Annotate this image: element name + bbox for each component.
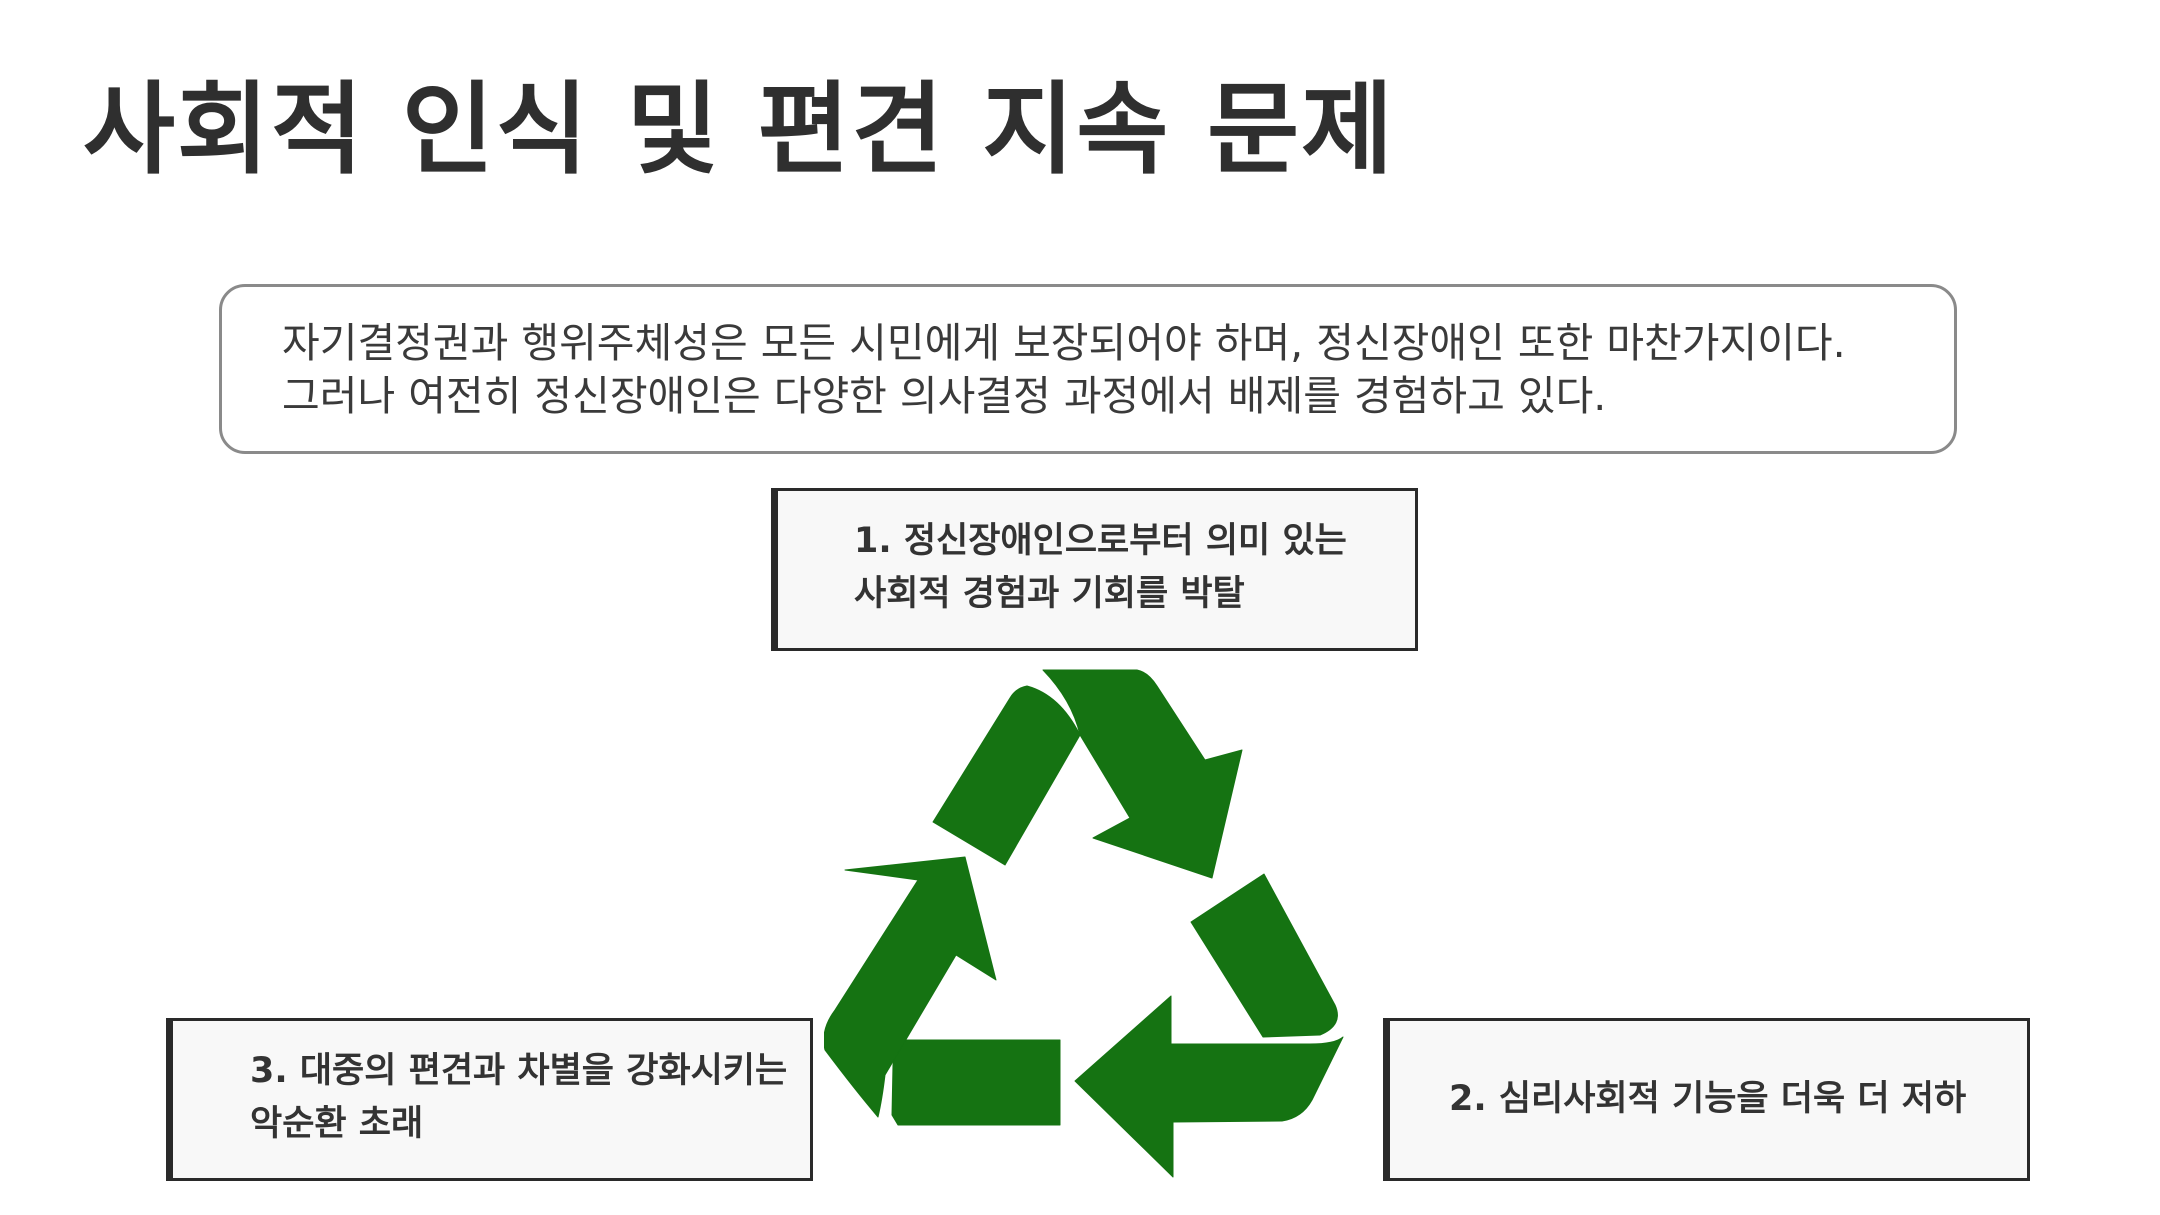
recycle-strip-bottom-left: [891, 1039, 1061, 1126]
recycle-arrow-left: [824, 856, 997, 1118]
recycle-arrows: [824, 669, 1344, 1178]
cycle-step-1: 1. 정신장애인으로부터 의미 있는 사회적 경험과 기회를 박탈: [771, 488, 1418, 651]
intro-line-1: 자기결정권과 행위주체성은 모든 시민에게 보장되어야 하며, 정신장애인 또한…: [282, 319, 1846, 367]
cycle-step-3: 3. 대중의 편견과 차별을 강화시키는 악순환 초래: [166, 1018, 813, 1181]
cycle-step-3-line-2: 악순환 초래: [250, 1104, 424, 1144]
cycle-step-3-line-1: 3. 대중의 편견과 차별을 강화시키는: [250, 1051, 788, 1091]
cycle-step-1-line-2: 사회적 경험과 기회를 박탈: [854, 574, 1245, 614]
recycle-arrow-bottom: [1074, 995, 1344, 1178]
recycle-strip-right: [1190, 873, 1338, 1038]
recycle-arrow-top: [1042, 669, 1243, 879]
recycle-strip-top-left: [932, 685, 1081, 866]
intro-text-box: 자기결정권과 행위주체성은 모든 시민에게 보장되어야 하며, 정신장애인 또한…: [219, 284, 1957, 454]
cycle-step-2: 2. 심리사회적 기능을 더욱 더 저하: [1383, 1018, 2030, 1181]
cycle-step-2-line-1: 2. 심리사회적 기능을 더욱 더 저하: [1449, 1079, 1967, 1119]
page-title: 사회적 인식 및 편견 지속 문제: [83, 71, 1396, 188]
cycle-step-1-line-1: 1. 정신장애인으로부터 의미 있는: [854, 521, 1347, 561]
intro-line-2: 그러나 여전히 정신장애인은 다양한 의사결정 과정에서 배제를 경험하고 있다…: [282, 372, 1607, 420]
recycle-icon: [824, 669, 1344, 1178]
